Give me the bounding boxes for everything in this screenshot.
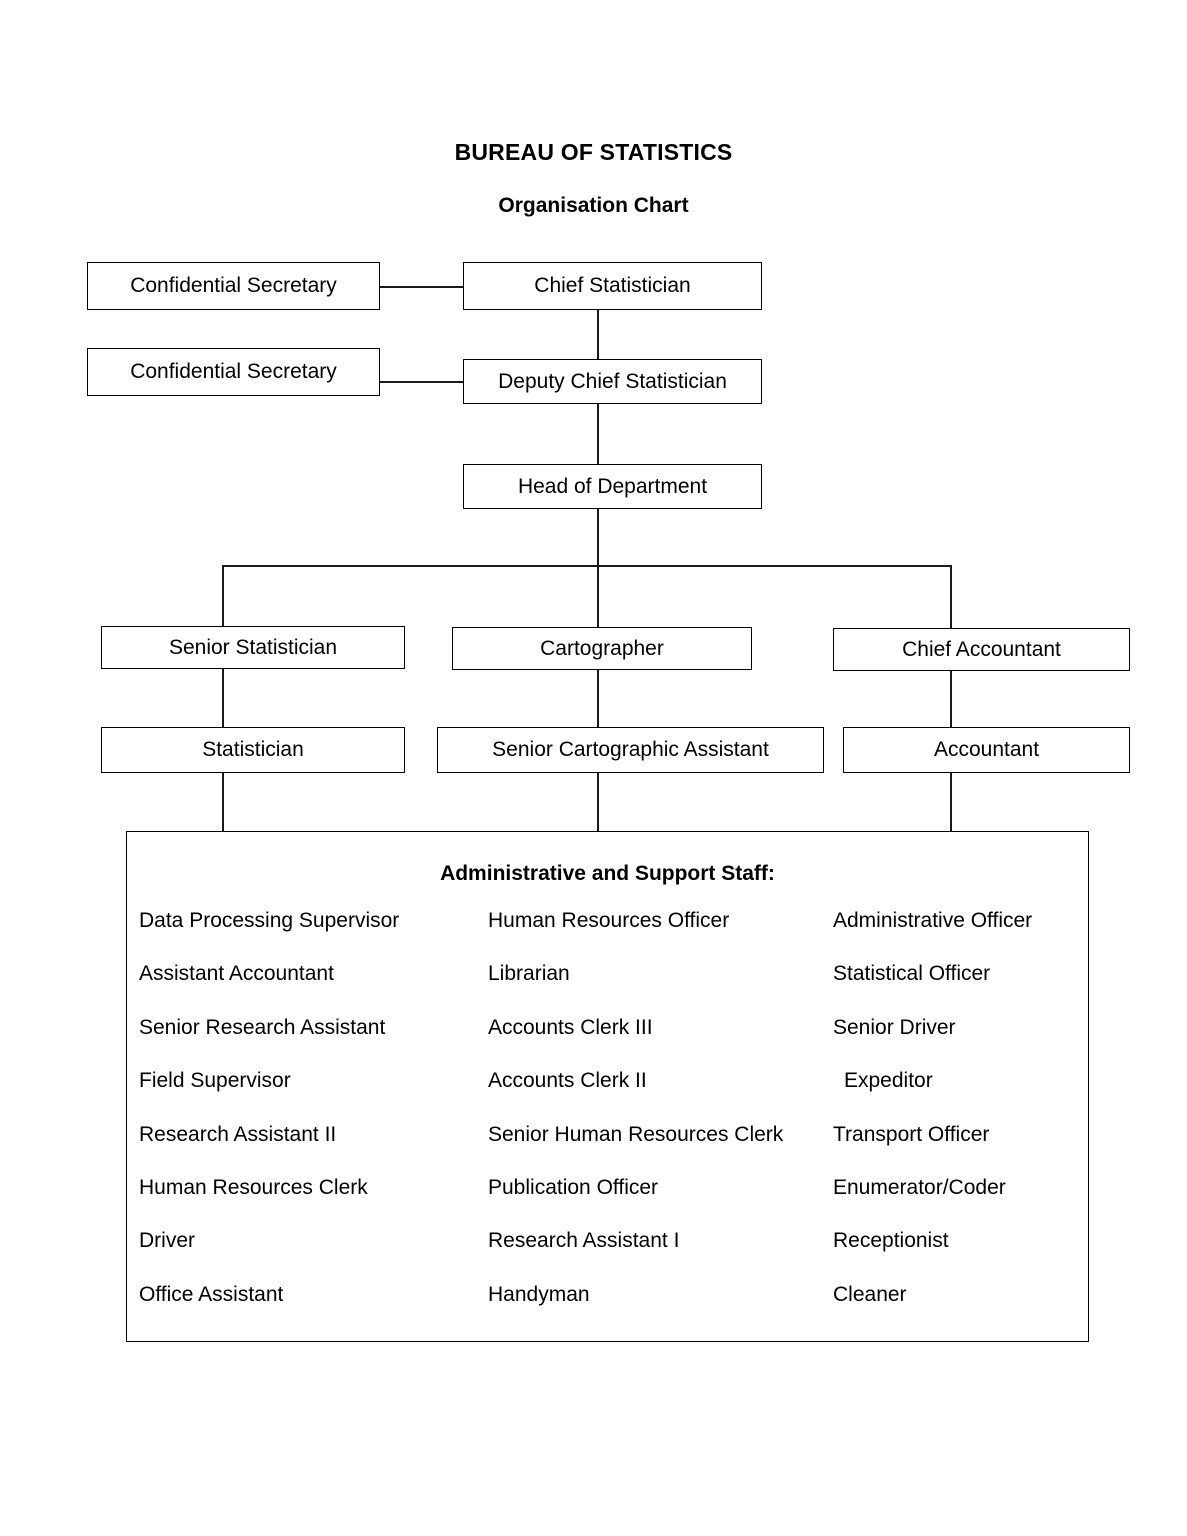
staff-item: Expeditor: [844, 1069, 933, 1093]
staff-item: Research Assistant II: [139, 1122, 337, 1146]
staff-row: Driver Research Assistant I Receptionist: [127, 1230, 1088, 1283]
connector-senior-cartographic-assistant-to-support-panel: [597, 773, 599, 833]
connector-chief-to-deputy: [597, 310, 599, 359]
staff-row: Research Assistant II Senior Human Resou…: [127, 1124, 1088, 1177]
staff-item: Field Supervisor: [139, 1069, 291, 1093]
connector-deputy-to-head: [597, 403, 599, 465]
page-subtitle: Organisation Chart: [498, 194, 689, 217]
node-head-of-department[interactable]: Head of Department: [463, 464, 762, 509]
staff-row: Field Supervisor Accounts Clerk II Exped…: [127, 1070, 1088, 1123]
connector-head-to-branchbar: [597, 509, 599, 629]
staff-item: Human Resources Clerk: [139, 1175, 368, 1199]
node-deputy-chief-statistician[interactable]: Deputy Chief Statistician: [463, 359, 762, 404]
node-accountant[interactable]: Accountant: [843, 727, 1130, 773]
staff-item: Enumerator/Coder: [833, 1175, 1006, 1199]
staff-item: Research Assistant I: [488, 1229, 680, 1253]
node-chief-statistician[interactable]: Chief Statistician: [463, 262, 762, 310]
connector-branch-to-senior-statistician: [222, 565, 224, 627]
staff-item: Accounts Clerk II: [488, 1069, 647, 1093]
staff-item: Cleaner: [833, 1282, 907, 1306]
staff-item: Assistant Accountant: [139, 962, 334, 986]
connector-branch-to-chief-accountant: [950, 565, 952, 628]
node-confidential-secretary-1[interactable]: Confidential Secretary: [87, 262, 380, 310]
staff-item: Handyman: [488, 1282, 590, 1306]
connector-secretary1-to-chief: [380, 286, 463, 288]
staff-item: Transport Officer: [833, 1122, 990, 1146]
staff-item: Receptionist: [833, 1229, 949, 1253]
support-staff-grid: Data Processing Supervisor Human Resourc…: [127, 910, 1088, 1337]
support-staff-panel: Administrative and Support Staff: Data P…: [126, 831, 1089, 1342]
connector-chief-accountant-to-accountant: [950, 670, 952, 728]
staff-item: Office Assistant: [139, 1282, 284, 1306]
staff-item: Human Resources Officer: [488, 909, 730, 932]
staff-row: Human Resources Clerk Publication Office…: [127, 1177, 1088, 1230]
connector-accountant-to-support-panel: [950, 773, 952, 833]
staff-item: Publication Officer: [488, 1175, 659, 1199]
staff-item: Senior Research Assistant: [139, 1015, 386, 1039]
node-cartographer[interactable]: Cartographer: [452, 627, 752, 670]
node-confidential-secretary-2[interactable]: Confidential Secretary: [87, 348, 380, 396]
staff-row: Senior Research Assistant Accounts Clerk…: [127, 1017, 1088, 1070]
node-chief-accountant[interactable]: Chief Accountant: [833, 628, 1130, 671]
node-senior-cartographic-assistant[interactable]: Senior Cartographic Assistant: [437, 727, 824, 773]
connector-cartographer-to-senior-cartographic-assistant: [597, 669, 599, 728]
node-statistician[interactable]: Statistician: [101, 727, 405, 773]
connector-senior-statistician-to-statistician: [222, 668, 224, 728]
node-senior-statistician[interactable]: Senior Statistician: [101, 626, 405, 669]
support-staff-heading: Administrative and Support Staff:: [440, 862, 775, 885]
staff-item: Statistical Officer: [833, 962, 991, 986]
staff-row: Assistant Accountant Librarian Statistic…: [127, 963, 1088, 1016]
staff-item: Data Processing Supervisor: [139, 909, 400, 932]
staff-item: Librarian: [488, 962, 570, 986]
branch-bar: [222, 565, 951, 567]
staff-item: Senior Human Resources Clerk: [488, 1122, 784, 1146]
connector-secretary2-to-deputy: [380, 381, 463, 383]
connector-statistician-to-support-panel: [222, 773, 224, 833]
staff-item: Accounts Clerk III: [488, 1015, 653, 1039]
page-title: BUREAU OF STATISTICS: [454, 139, 733, 165]
staff-item: Senior Driver: [833, 1015, 956, 1039]
staff-item: Administrative Officer: [833, 909, 1033, 932]
staff-row: Data Processing Supervisor Human Resourc…: [127, 910, 1088, 963]
staff-row: Office Assistant Handyman Cleaner: [127, 1284, 1088, 1337]
staff-item: Driver: [139, 1229, 195, 1253]
